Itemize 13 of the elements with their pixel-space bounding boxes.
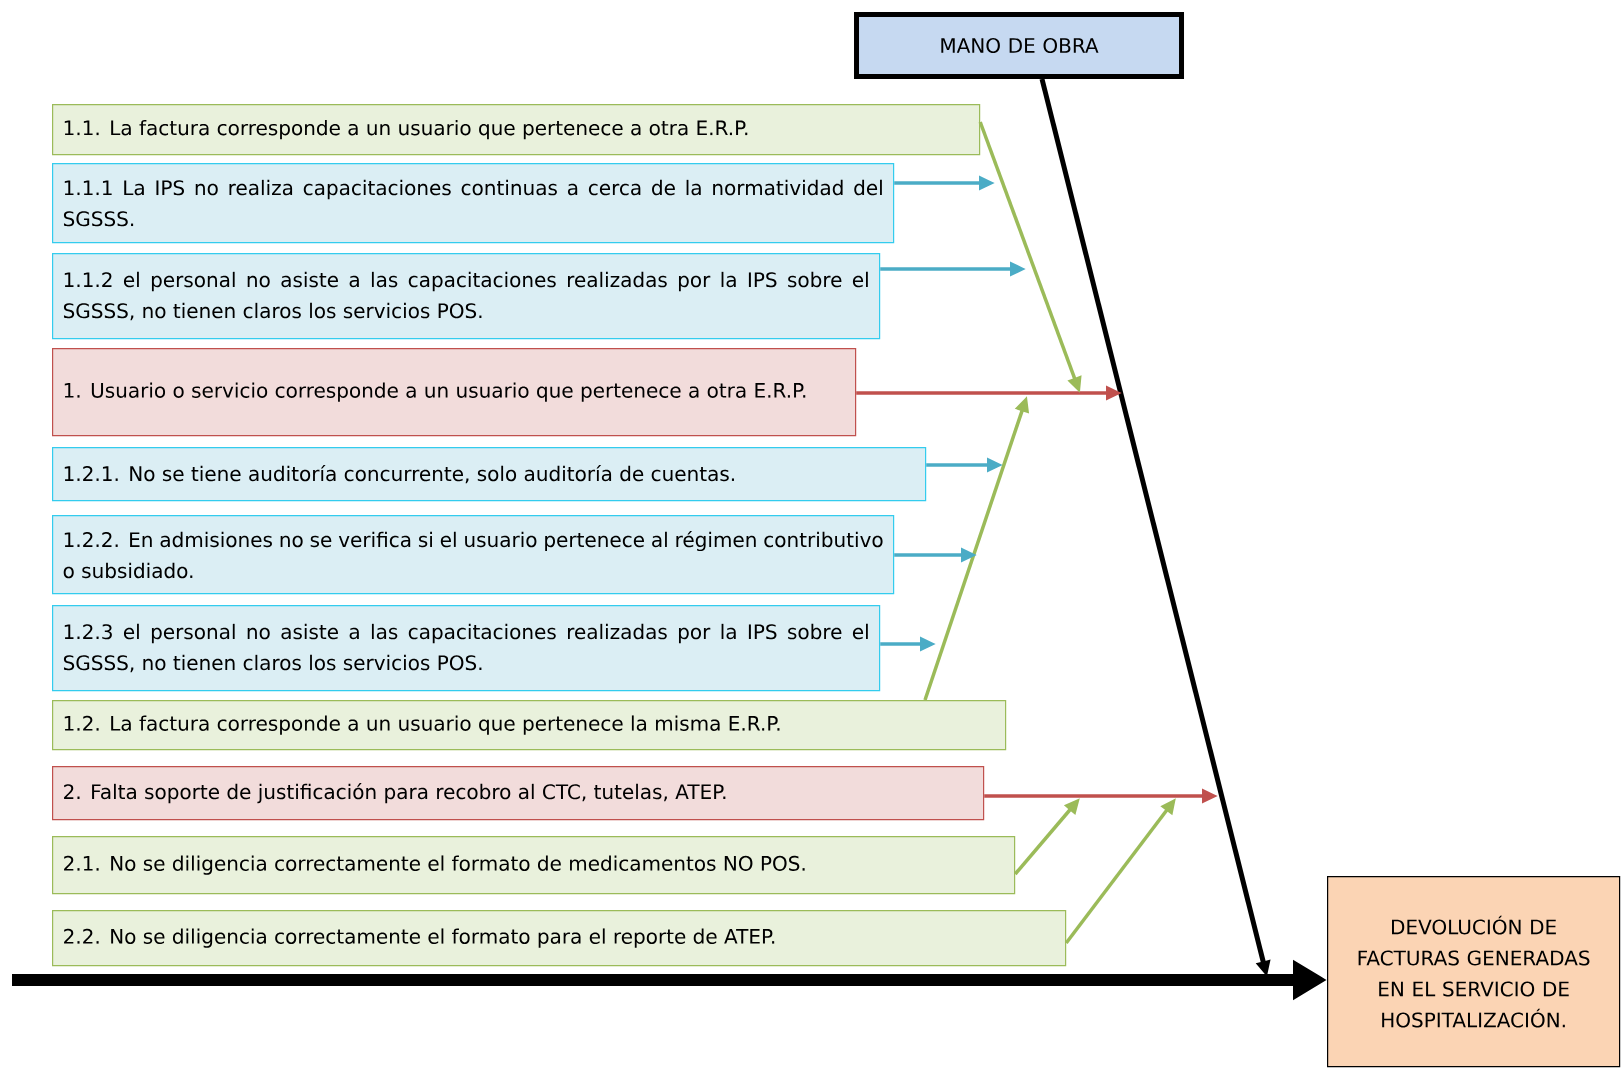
subcause-box: 1.2.2. En admisiones no se verifica si el usuario pertenece al régimen contributivo o subsidiado. xyxy=(52,515,895,595)
main-cause-box: 1. Usuario o servicio corresponde a un usuario que pertenece a otra E.R.P. xyxy=(52,348,857,437)
subcause-box: 1.2.3 el personal no asiste a las capacitaciones realizadas por la IPS sobre el SGSSS, no tienen claros los servicios POS. xyxy=(52,605,881,692)
subcause-box: 1.1.2 el personal no asiste a las capacitaciones realizadas por la IPS sobre el SGSSS, no tienen claros los servicios POS. xyxy=(52,253,881,340)
cause-box: 1.1. La factura corresponde a un usuario que pertenece a otra E.R.P. xyxy=(52,104,981,156)
cause-box: 1.2. La factura corresponde a un usuario que pertenece la misma E.R.P. xyxy=(52,700,1007,751)
cause-box: 2.2. No se diligencia correctamente el formato para el reporte de ATEP. xyxy=(52,910,1067,967)
effect-box: DEVOLUCIÓN DE FACTURAS GENERADAS EN EL SERVICIO DE HOSPITALIZACIÓN. xyxy=(1327,876,1621,1068)
subcause-box: 1.1.1 La IPS no realiza capacitaciones continuas a cerca de la normatividad del SGSSS. xyxy=(52,163,895,244)
main-cause-box: 2. Falta soporte de justificación para recobro al CTC, tutelas, ATEP. xyxy=(52,766,985,821)
cause-box: 2.1. No se diligencia correctamente el formato de medicamentos NO POS. xyxy=(52,836,1016,895)
category-box: MANO DE OBRA xyxy=(854,12,1184,79)
subcause-box: 1.2.1. No se tiene auditoría concurrente, solo auditoría de cuentas. xyxy=(52,447,927,502)
